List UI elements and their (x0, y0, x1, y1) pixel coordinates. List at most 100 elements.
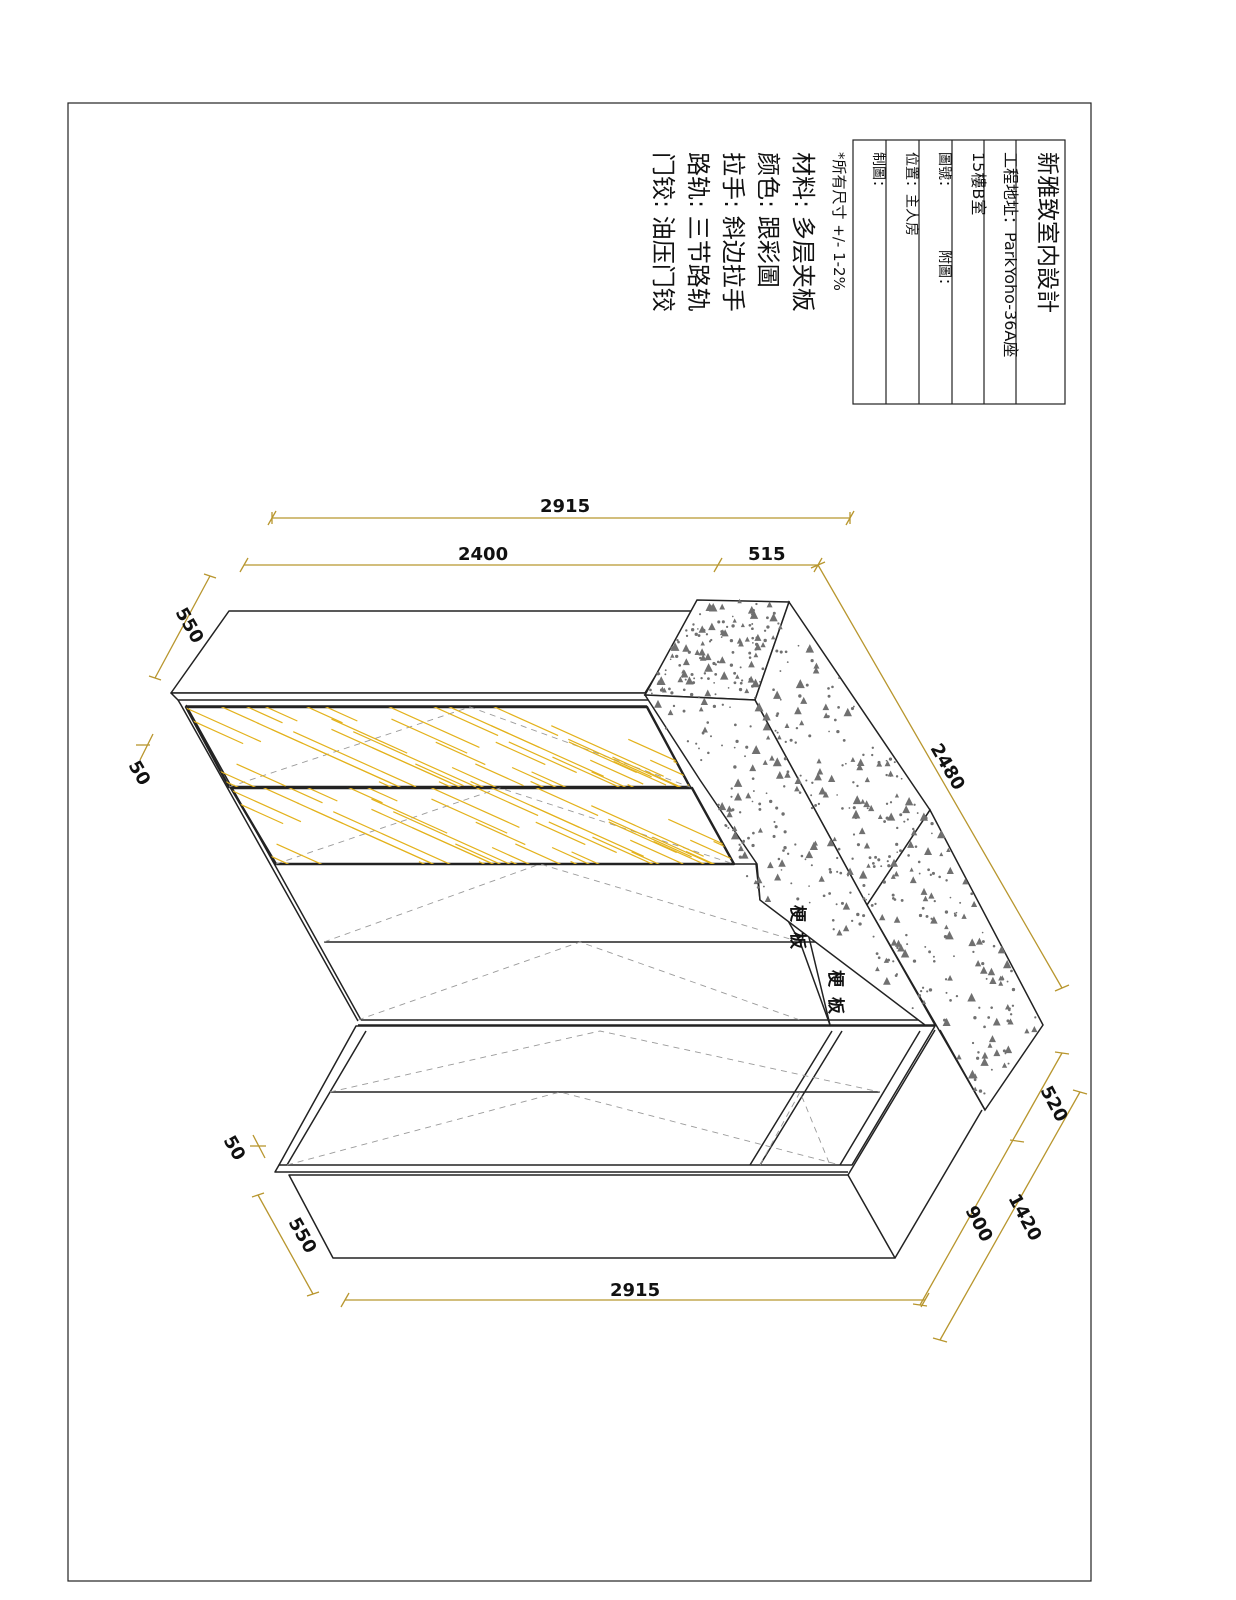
stone-speck (841, 807, 844, 810)
stone-speck (810, 794, 813, 797)
stone-speck (687, 650, 691, 654)
spec-notes: *所有尺寸 +/- 1-2% 材料: 多层夹板 颜色: 跟彩圖 拉手: 斜边拉手… (649, 152, 848, 312)
stone-speck (942, 1017, 951, 1026)
hatch-line (398, 707, 499, 737)
stone-speck (784, 771, 791, 778)
stone-speck (877, 858, 881, 862)
stone-speck (883, 977, 891, 985)
stone-speck (731, 615, 734, 618)
stone-speck (772, 688, 775, 692)
stone-speck (917, 994, 922, 998)
stone-speck (774, 873, 782, 881)
stone-speck (856, 797, 859, 801)
stone-speck (762, 712, 771, 721)
hatch-line (608, 818, 692, 858)
stone-speck (985, 977, 988, 980)
stone-speck (971, 900, 978, 908)
stone-speck (972, 1086, 978, 1092)
hatch-line (401, 788, 520, 828)
stone-speck (891, 893, 895, 897)
stone-speck (698, 625, 706, 633)
stone-speck (804, 858, 807, 861)
stone-speck (946, 847, 951, 853)
stone-speck (758, 807, 762, 811)
stone-speck (720, 630, 724, 633)
hatch-line (412, 827, 509, 864)
stone-speck (682, 644, 690, 652)
stone-speck (744, 688, 750, 694)
stone-speck (852, 833, 856, 836)
stone-speck (862, 897, 866, 900)
stone-speck (829, 870, 833, 874)
stone-speck (930, 917, 933, 920)
stone-speck (814, 772, 822, 781)
hatch-line (361, 707, 480, 748)
stone-speck (832, 836, 837, 842)
stone-speck (810, 864, 813, 867)
stone-speck (813, 662, 820, 669)
stone-speck (925, 914, 929, 918)
stone-speck (841, 764, 844, 767)
hatch-line (653, 840, 707, 864)
stone-speck (946, 866, 954, 875)
stone-speck (890, 873, 896, 879)
stone-speck (731, 825, 738, 832)
stone-speck (786, 661, 789, 664)
stone-speck (694, 632, 698, 637)
stone-speck (887, 864, 891, 868)
hatch-line (552, 756, 659, 787)
stone-speck (757, 827, 763, 833)
stone-speck (810, 659, 814, 663)
stone-speck (874, 902, 877, 906)
stone-speck (887, 958, 891, 962)
stone-speck (918, 872, 921, 875)
stone-speck (917, 860, 921, 864)
hatch-line (391, 718, 468, 754)
stone-speck (850, 706, 855, 711)
stone-speck (899, 813, 903, 817)
stone-speck (762, 885, 765, 888)
stone-speck (981, 931, 984, 934)
stone-speck (789, 738, 793, 742)
stone-speck (904, 796, 914, 806)
stone-speck (760, 641, 766, 648)
stone-speck (721, 703, 724, 706)
stone-speck (875, 952, 879, 956)
stone-speck (987, 967, 996, 976)
hatch-line (195, 707, 259, 724)
stone-speck (794, 843, 797, 846)
stone-speck (799, 720, 805, 726)
stone-speck (978, 1089, 983, 1093)
stone-speck (799, 774, 802, 777)
stone-speck (670, 691, 674, 695)
stone-speck (977, 1051, 980, 1054)
stone-speck (690, 628, 695, 632)
stone-speck (699, 613, 702, 616)
stone-speck (846, 874, 849, 877)
stone-speck (703, 672, 707, 675)
stone-speck (738, 811, 742, 814)
stone-speck (766, 601, 773, 608)
hatch-line (231, 827, 236, 864)
stone-speck (983, 1025, 986, 1029)
stone-speck (727, 687, 730, 689)
stone-speck (843, 707, 852, 717)
stone-speck (907, 840, 915, 848)
stone-speck (990, 1068, 993, 1071)
stone-speck (880, 865, 883, 868)
stone-speck (712, 704, 717, 709)
stone-speck (849, 891, 852, 894)
stone-speck (842, 738, 846, 742)
hatch-line (308, 707, 358, 722)
stone-speck (980, 966, 988, 974)
stone-speck (751, 636, 755, 640)
stone-speck (973, 1016, 977, 1020)
stone-speck (850, 757, 856, 762)
stone-speck (772, 834, 776, 838)
hatch-line (331, 718, 408, 754)
stone-speck (800, 696, 808, 704)
stone-speck (733, 765, 737, 769)
hatch-line (352, 827, 449, 864)
stone-speck (1011, 987, 1016, 992)
stone-speck (888, 757, 893, 761)
